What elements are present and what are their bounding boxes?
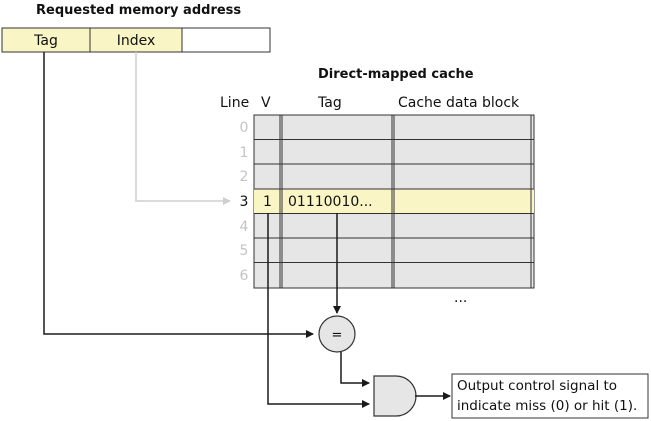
line-number: 6 [240,268,249,284]
valid-bit-value: 1 [263,194,272,210]
output-box: Output control signal to indicate miss (… [451,373,649,419]
line-number-active: 3 [240,194,249,210]
line-number: 4 [240,219,249,235]
valid-bit-wire [267,213,370,408]
and-gate [373,375,417,417]
address-tag-wire [43,52,314,338]
line-number: 5 [240,243,249,259]
comparator: = [318,315,356,353]
output-text-line2: indicate miss (0) or hit (1). [457,398,637,414]
line-number: 2 [240,169,249,185]
address-index-label: Index [117,33,156,49]
address-tag-label: Tag [33,33,58,49]
address-register: Tag Index [1,27,271,53]
output-text-line1: Output control signal to [457,378,617,394]
cache-title: Direct-mapped cache [318,67,474,82]
tag-value: 01110010... [288,194,373,210]
line-number: 1 [240,145,249,161]
header-data: Cache data block [398,95,520,111]
index-arrow [135,52,231,205]
cache-table [253,114,535,289]
line-number: 0 [240,120,249,136]
address-index-field [89,27,183,53]
header-tag: Tag [317,95,342,111]
address-offset-field [181,27,271,53]
address-title: Requested memory address [36,3,241,18]
comparator-circle [318,315,356,353]
address-tag-field [1,27,91,53]
header-line: Line [220,95,249,111]
more-rows-ellipsis: ... [454,290,467,306]
comparator-symbol: = [332,328,343,343]
comparator-output-wire [340,352,370,387]
header-valid: V [261,95,271,111]
